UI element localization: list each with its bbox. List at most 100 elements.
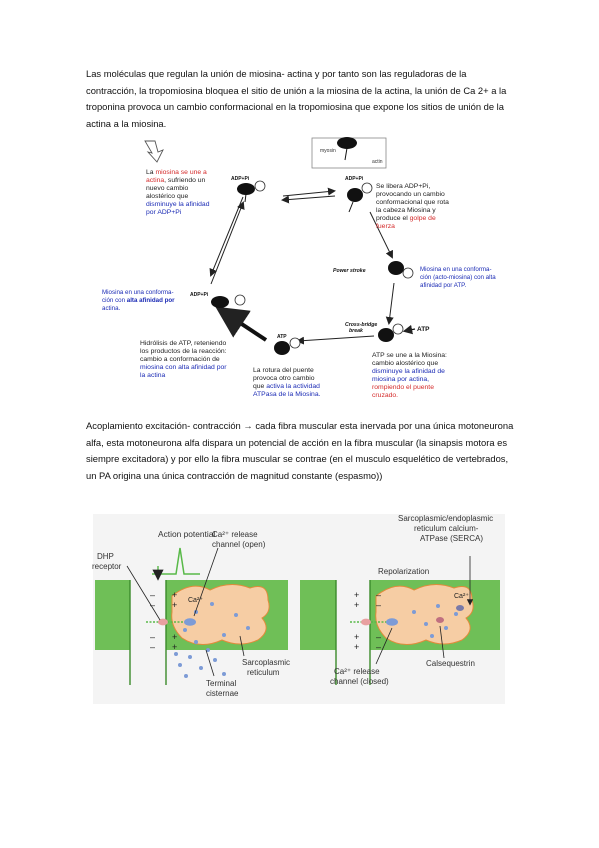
svg-text:–: – bbox=[150, 632, 155, 642]
svg-text:los productos de la reacción:: los productos de la reacción: bbox=[140, 348, 227, 355]
inset-actin-label: actin bbox=[372, 159, 383, 165]
adp-pi-label-2: ADP+Pi bbox=[345, 176, 364, 182]
cycle-arrow-right-upper bbox=[369, 211, 393, 259]
myosin-head bbox=[347, 188, 363, 202]
svg-text:ción con alta afinidad por: ción con alta afinidad por bbox=[102, 297, 175, 304]
svg-text:disminuye la afinidad de: disminuye la afinidad de bbox=[372, 368, 445, 375]
state-top-right: ADP+Pi bbox=[345, 176, 373, 213]
actin-bead bbox=[254, 180, 266, 192]
svg-text:actina, sufriendo un: actina, sufriendo un bbox=[146, 177, 206, 184]
tc-label-2: cisternae bbox=[206, 689, 239, 698]
svg-text:+: + bbox=[172, 590, 177, 600]
pointer-arrow-icon bbox=[144, 140, 164, 163]
cycle-arrow-left-lower bbox=[215, 306, 268, 342]
state-bottom: ATP bbox=[274, 334, 301, 355]
dhp-receptor-shape bbox=[158, 618, 168, 626]
svg-text:+: + bbox=[354, 590, 359, 600]
svg-text:cambio alostérico que: cambio alostérico que bbox=[372, 360, 438, 367]
ec-panel-repolarized: – – – – + + + + Ca²⁺ bbox=[300, 556, 500, 685]
svg-text:la cabeza Miosina y: la cabeza Miosina y bbox=[376, 207, 436, 214]
atp-label-right: ATP bbox=[417, 326, 430, 333]
t-tubule bbox=[336, 580, 370, 685]
svg-text:La rotura del puente: La rotura del puente bbox=[253, 367, 314, 374]
calcium-dots bbox=[174, 602, 250, 678]
cycle-arrow-top-back bbox=[281, 195, 336, 204]
caption-top-right: Se libera ADP+Pi, provocando un cambio c… bbox=[376, 183, 449, 230]
cycle-arrow-top bbox=[282, 187, 336, 197]
adp-pi-label-3: ADP+Pi bbox=[190, 292, 209, 298]
actin-bead bbox=[402, 267, 414, 279]
ryr-channel-shape bbox=[184, 618, 196, 626]
ec-coupling-figure: + + + + – – – – Ca²⁺ Action bbox=[92, 514, 505, 704]
myosin-head bbox=[337, 137, 357, 149]
svg-text:–: – bbox=[376, 642, 381, 652]
caption-bottom-left: Hidrólisis de ATP, reteniendo los produc… bbox=[140, 340, 227, 379]
cycle-arrow-right-lower bbox=[385, 282, 395, 325]
svg-text:cambio a conformación de: cambio a conformación de bbox=[140, 356, 220, 363]
svg-text:Hidrólisis de ATP, reteniendo: Hidrólisis de ATP, reteniendo bbox=[140, 340, 226, 347]
action-potential-label: Action potential bbox=[158, 529, 215, 539]
svg-text:rompiendo el puente: rompiendo el puente bbox=[372, 384, 434, 391]
ca-release-open-2: channel (open) bbox=[212, 540, 266, 549]
state-left: ADP+Pi bbox=[190, 292, 246, 308]
svg-text:por ADP+Pi: por ADP+Pi bbox=[146, 209, 182, 216]
serca-label-1: Sarcoplasmic/endoplasmic bbox=[398, 514, 493, 523]
cross-bridge-label-2: break bbox=[349, 328, 364, 334]
ca-release-open-1: Ca²⁺ release bbox=[212, 530, 258, 539]
action-potential-trace bbox=[152, 547, 200, 575]
svg-text:alostérico que: alostérico que bbox=[146, 193, 189, 200]
sr-cisterna bbox=[171, 584, 270, 645]
actin-bead bbox=[392, 323, 404, 335]
power-stroke-label: Power stroke bbox=[333, 268, 366, 274]
svg-text:–: – bbox=[376, 590, 381, 600]
ec-panel-depolarized: + + + + – – – – Ca²⁺ bbox=[95, 547, 288, 685]
t-tubule bbox=[130, 580, 166, 685]
serca-pump-shape bbox=[456, 605, 464, 611]
myosin-head bbox=[274, 341, 290, 355]
serca-label-3: ATPase (SERCA) bbox=[420, 534, 483, 543]
svg-text:Se libera ADP+Pi,: Se libera ADP+Pi, bbox=[376, 183, 430, 190]
sr-cisterna bbox=[375, 584, 474, 645]
calsequestrin-label: Calsequestrin bbox=[426, 659, 475, 668]
svg-text:Miosina en una conforma-: Miosina en una conforma- bbox=[102, 289, 174, 296]
svg-text:cruzado.: cruzado. bbox=[372, 392, 398, 399]
svg-text:nuevo cambio: nuevo cambio bbox=[146, 185, 189, 192]
cycle-arrow-bottom bbox=[296, 335, 375, 345]
svg-text:disminuye la afinidad: disminuye la afinidad bbox=[146, 201, 210, 208]
calcium-dots bbox=[412, 604, 458, 638]
dhp-label-2: receptor bbox=[92, 562, 122, 571]
myosin-head bbox=[378, 328, 394, 342]
atp-label-bottom: ATP bbox=[277, 334, 287, 340]
tc-label-1: Terminal bbox=[206, 679, 236, 688]
svg-text:–: – bbox=[150, 642, 155, 652]
cross-bridge-label-1: Cross-bridge bbox=[345, 322, 377, 328]
actin-bead bbox=[361, 182, 373, 194]
ca-ion-label: Ca²⁺ bbox=[188, 597, 203, 604]
state-top-left: ADP+Pi bbox=[231, 176, 266, 203]
svg-text:+: + bbox=[354, 632, 359, 642]
svg-text:+: + bbox=[172, 600, 177, 610]
myosin-head bbox=[388, 261, 404, 275]
svg-text:La miosina se une a: La miosina se une a bbox=[146, 169, 207, 176]
sr-label-1: Sarcoplasmic bbox=[242, 658, 290, 667]
caption-middle-left: Miosina en una conforma- ción con alta a… bbox=[102, 289, 175, 312]
ca-release-closed-2: channel (closed) bbox=[330, 677, 389, 686]
svg-text:ATPasa de la Miosina.: ATPasa de la Miosina. bbox=[253, 391, 321, 398]
svg-text:+: + bbox=[172, 632, 177, 642]
svg-text:produce el golpe de: produce el golpe de bbox=[376, 215, 436, 222]
svg-text:–: – bbox=[150, 590, 155, 600]
paragraph-regulation: Las moléculas que regulan la unión de mi… bbox=[86, 68, 507, 129]
inset-myosin-label: myosin bbox=[320, 148, 336, 154]
svg-text:–: – bbox=[376, 632, 381, 642]
svg-text:+: + bbox=[354, 600, 359, 610]
serca-label-2: reticulum calcium- bbox=[414, 524, 479, 533]
repolarization-label: Repolarization bbox=[378, 567, 429, 576]
caption-bottom-right: ATP se une a la Miosina: cambio alostéri… bbox=[372, 352, 447, 399]
svg-text:provoca otro cambio: provoca otro cambio bbox=[253, 375, 315, 382]
state-power-stroke: Power stroke bbox=[333, 261, 414, 279]
svg-text:afinidad por ATP.: afinidad por ATP. bbox=[420, 282, 466, 289]
inset-box: myosin actin bbox=[311, 137, 387, 169]
svg-text:ción (acto-miosina) con alta: ción (acto-miosina) con alta bbox=[420, 274, 496, 281]
dhp-label-1: DHP bbox=[97, 552, 114, 561]
